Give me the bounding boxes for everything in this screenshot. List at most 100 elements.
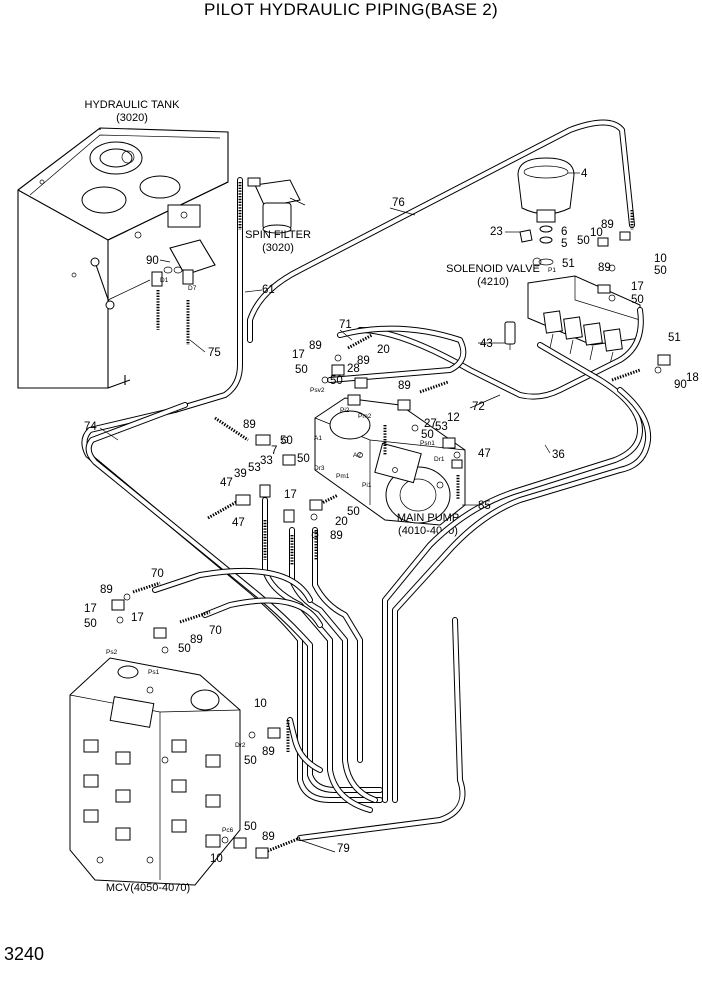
- callout: 50: [295, 364, 308, 376]
- main-pump-label: MAIN PUMP: [397, 512, 459, 524]
- callout-numbers: 90 75 61 76 74 4 6 5 23 51 50 10 89 89 1…: [84, 168, 699, 865]
- port-label: D1: [160, 277, 169, 284]
- callout: 17: [84, 603, 97, 615]
- page-number: 3240: [4, 944, 45, 964]
- callout: 47: [220, 477, 233, 489]
- callout: 89: [330, 530, 343, 542]
- callout: 17: [131, 612, 144, 624]
- solenoid-valve: [504, 275, 641, 365]
- port-label: Pi2: [340, 407, 350, 414]
- callout: 17: [292, 349, 305, 361]
- accumulator: [517, 157, 575, 266]
- callout: 89: [398, 380, 411, 392]
- callout: 50: [244, 755, 257, 767]
- callout: 12: [447, 412, 460, 424]
- port-label: Dr1: [434, 456, 445, 463]
- callout: 85: [478, 500, 491, 512]
- fittings: [111, 177, 671, 859]
- port-labels: D1 D7 Psv2 Pi2 Pm2 A1 Dr3 A2 Pm1 Pi1 Psn…: [106, 267, 556, 834]
- callout: 50: [577, 235, 590, 247]
- spin-filter-label: SPIN FILTER: [245, 229, 311, 241]
- callout: 10: [654, 253, 667, 265]
- callout: 36: [552, 449, 565, 461]
- port-label: Psv2: [310, 387, 325, 394]
- spin-filter: [254, 179, 306, 234]
- callout: 10: [590, 227, 603, 239]
- callout: 5: [561, 238, 567, 250]
- port-label: Pi1: [362, 482, 372, 489]
- port-label: Pm2: [358, 413, 372, 420]
- callout: 74: [84, 421, 97, 433]
- callout: 17: [284, 489, 297, 501]
- callout: 50: [654, 265, 667, 277]
- callout: 23: [490, 226, 503, 238]
- port-label: Pc6: [222, 827, 234, 834]
- hydraulic-tank: [17, 127, 229, 389]
- callout: 33: [260, 455, 273, 467]
- callout: 50: [178, 643, 191, 655]
- callout: 89: [100, 584, 113, 596]
- callout: 70: [209, 625, 222, 637]
- callout: 50: [347, 506, 360, 518]
- callout: 6: [561, 226, 567, 238]
- callout: 28: [347, 363, 360, 375]
- callout: 43: [480, 338, 493, 350]
- solenoid-valve-code: (4210): [477, 276, 509, 288]
- callout: 89: [190, 634, 203, 646]
- callout: 89: [601, 219, 614, 231]
- callout: 53: [248, 462, 261, 474]
- callout: 90: [146, 255, 159, 267]
- callout: 90: [674, 379, 687, 391]
- main-pump: [314, 397, 466, 526]
- port-label: P1: [548, 267, 556, 274]
- callout: 10: [210, 853, 223, 865]
- mcv-block: [69, 657, 241, 886]
- callout: 89: [243, 419, 256, 431]
- port-label: A2: [353, 452, 361, 459]
- callout: 47: [478, 448, 491, 460]
- solenoid-valve-label: SOLENOID VALVE: [446, 263, 540, 275]
- leader-lines: [99, 172, 580, 853]
- callout: 50: [280, 435, 293, 447]
- callout: 50: [330, 375, 343, 387]
- spin-filter-code: (3020): [262, 242, 294, 254]
- callout: 51: [562, 258, 575, 270]
- callout: 61: [262, 284, 275, 296]
- port-label: D7: [188, 285, 197, 292]
- callout: 89: [357, 355, 370, 367]
- callout: 70: [151, 568, 164, 580]
- hydraulic-tank-label: HYDRAULIC TANK: [85, 99, 181, 111]
- port-label: Dr3: [314, 465, 325, 472]
- callout: 89: [262, 746, 275, 758]
- callout: 50: [421, 429, 434, 441]
- pipe-bundle: [81, 119, 652, 841]
- port-label: Pm1: [336, 473, 350, 480]
- callout: 20: [335, 516, 348, 528]
- callout: 50: [631, 294, 644, 306]
- callout: 17: [631, 281, 644, 293]
- port-label: Ps2: [106, 649, 118, 656]
- callout: 50: [297, 453, 310, 465]
- callout: 76: [392, 197, 405, 209]
- callout: 7: [271, 445, 277, 457]
- callout: 89: [262, 831, 275, 843]
- callout: 53: [435, 421, 448, 433]
- callout: 20: [377, 344, 390, 356]
- callout: 50: [244, 821, 257, 833]
- callout: 75: [208, 347, 221, 359]
- callout: 51: [668, 332, 681, 344]
- callout: 27: [424, 418, 437, 430]
- port-label: Dr2: [235, 742, 246, 749]
- mcv-label: MCV(4050-4070): [106, 882, 190, 894]
- port-label: A1: [314, 435, 322, 442]
- callout: 89: [309, 340, 322, 352]
- callout: 4: [581, 168, 588, 180]
- callout: 71: [339, 319, 352, 331]
- port-label: Ps1: [148, 669, 160, 676]
- callout: 72: [472, 401, 485, 413]
- callout: 79: [337, 843, 350, 855]
- callout: 10: [254, 698, 267, 710]
- hydraulic-tank-code: (3020): [116, 112, 148, 124]
- callout: 50: [84, 618, 97, 630]
